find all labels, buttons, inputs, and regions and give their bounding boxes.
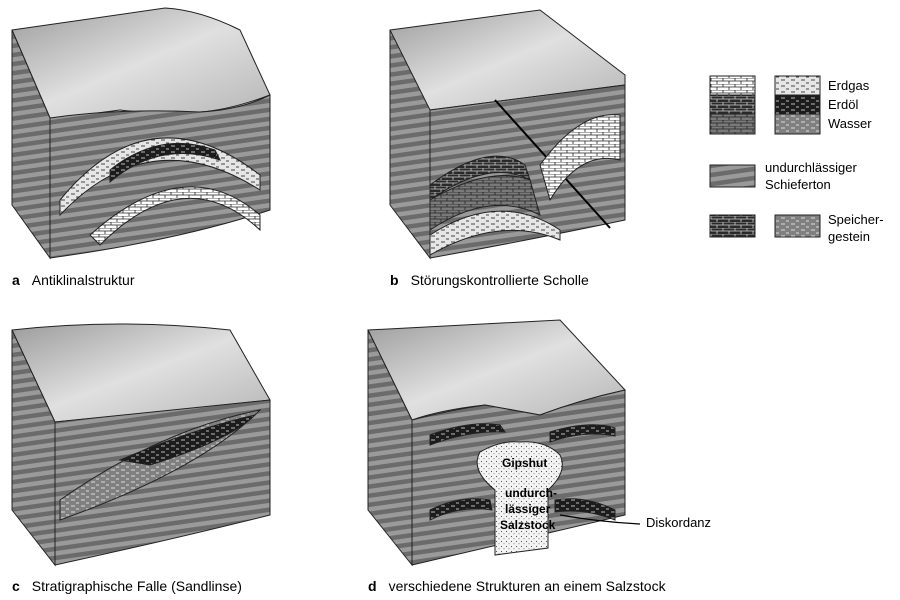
panel-a-block — [11, 7, 271, 260]
legend-oil-swatch — [774, 94, 821, 115]
salt-dome-label-1: undurch- — [505, 486, 557, 500]
caption-a-title: Antiklinalstruktur — [31, 272, 135, 288]
caption-c-letter: c — [12, 578, 20, 594]
legend-shale-label-2: Schieferton — [765, 177, 831, 192]
legend-water-swatch — [774, 113, 821, 135]
panel-d-block — [367, 319, 641, 567]
panel-c-block — [11, 323, 271, 567]
caption-b-title: Störungskontrollierte Scholle — [410, 272, 589, 288]
legend-reservoir-label-1: Speicher- — [828, 212, 884, 227]
caption-c-title: Stratigraphische Falle (Sandlinse) — [31, 578, 242, 594]
caption-d-title: verschiedene Strukturen an einem Salzsto… — [388, 578, 666, 594]
unconformity-leader-line — [559, 514, 641, 525]
legend-reservoir-label-2: gestein — [828, 229, 870, 244]
salt-dome-cap-label: Gipshut — [502, 456, 548, 470]
caption-a: a Antiklinalstruktur — [12, 272, 135, 288]
caption-a-letter: a — [12, 272, 20, 288]
legend-shale-swatch — [709, 164, 756, 188]
salt-dome-label-3: Salzstock — [500, 518, 556, 532]
unconformity-label: Diskordanz — [646, 515, 712, 530]
caption-b: b Störungskontrollierte Scholle — [390, 272, 589, 288]
panel-b-block — [389, 9, 626, 260]
legend-oil-label: Erdöl — [828, 97, 859, 112]
legend-water-label: Wasser — [828, 116, 872, 131]
legend-shale-label-1: undurchlässiger — [765, 160, 857, 175]
legend-gas-swatch — [774, 75, 821, 96]
legend-reservoir-sand-swatch — [774, 214, 821, 238]
legend-gas-label: Erdgas — [828, 78, 870, 93]
caption-c: c Stratigraphische Falle (Sandlinse) — [12, 578, 242, 594]
caption-d-letter: d — [368, 578, 377, 594]
caption-d: d verschiedene Strukturen an einem Salzst… — [368, 578, 666, 594]
legend — [709, 75, 821, 238]
legend-reservoir-brick-swatch — [709, 214, 756, 238]
salt-dome-label-2: lässiger — [505, 502, 551, 516]
caption-b-letter: b — [390, 272, 399, 288]
